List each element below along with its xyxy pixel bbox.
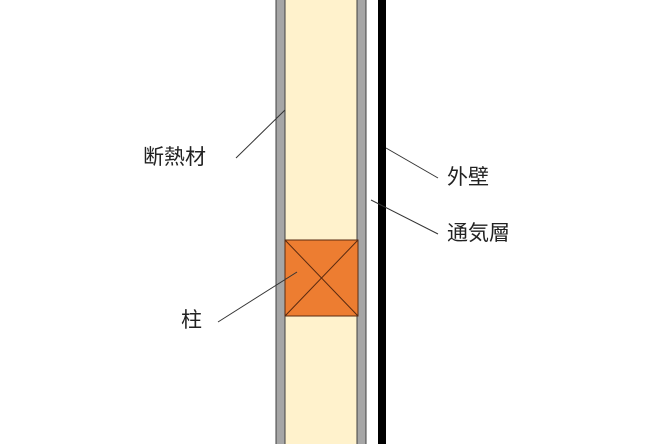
insulation-label: 断熱材 [143, 145, 206, 169]
exterior-wall-leader [385, 147, 439, 179]
insulation-layer [284, 0, 358, 444]
column-label: 柱 [181, 308, 202, 332]
exterior-wall [378, 0, 386, 444]
air-layer-label: 通気層 [447, 221, 510, 245]
insulation-leader [235, 109, 286, 159]
outer-board [356, 0, 367, 444]
inner-board [275, 0, 286, 444]
exterior-wall-label: 外壁 [447, 165, 489, 189]
column-leader [217, 271, 298, 323]
column-section [284, 239, 359, 317]
air-layer-leader [370, 199, 439, 235]
